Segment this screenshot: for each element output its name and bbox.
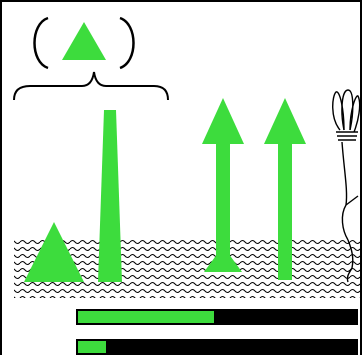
arrow-head-1 <box>202 98 244 144</box>
optional-sprout-group <box>35 18 134 68</box>
small-triangle-icon <box>62 22 106 60</box>
left-parenthesis <box>35 18 49 68</box>
curly-brace <box>14 72 168 100</box>
arrow-shaft-2 <box>278 142 292 280</box>
arrow-head-2 <box>264 98 306 144</box>
right-parenthesis <box>120 18 134 68</box>
progress-meter-2 <box>76 339 358 355</box>
progress-meter-1 <box>76 309 358 325</box>
arrow-shaft-1 <box>216 142 230 260</box>
progress-fill-2 <box>78 341 106 353</box>
tall-spike-shoot <box>98 110 122 282</box>
progress-fill-1 <box>78 311 214 323</box>
